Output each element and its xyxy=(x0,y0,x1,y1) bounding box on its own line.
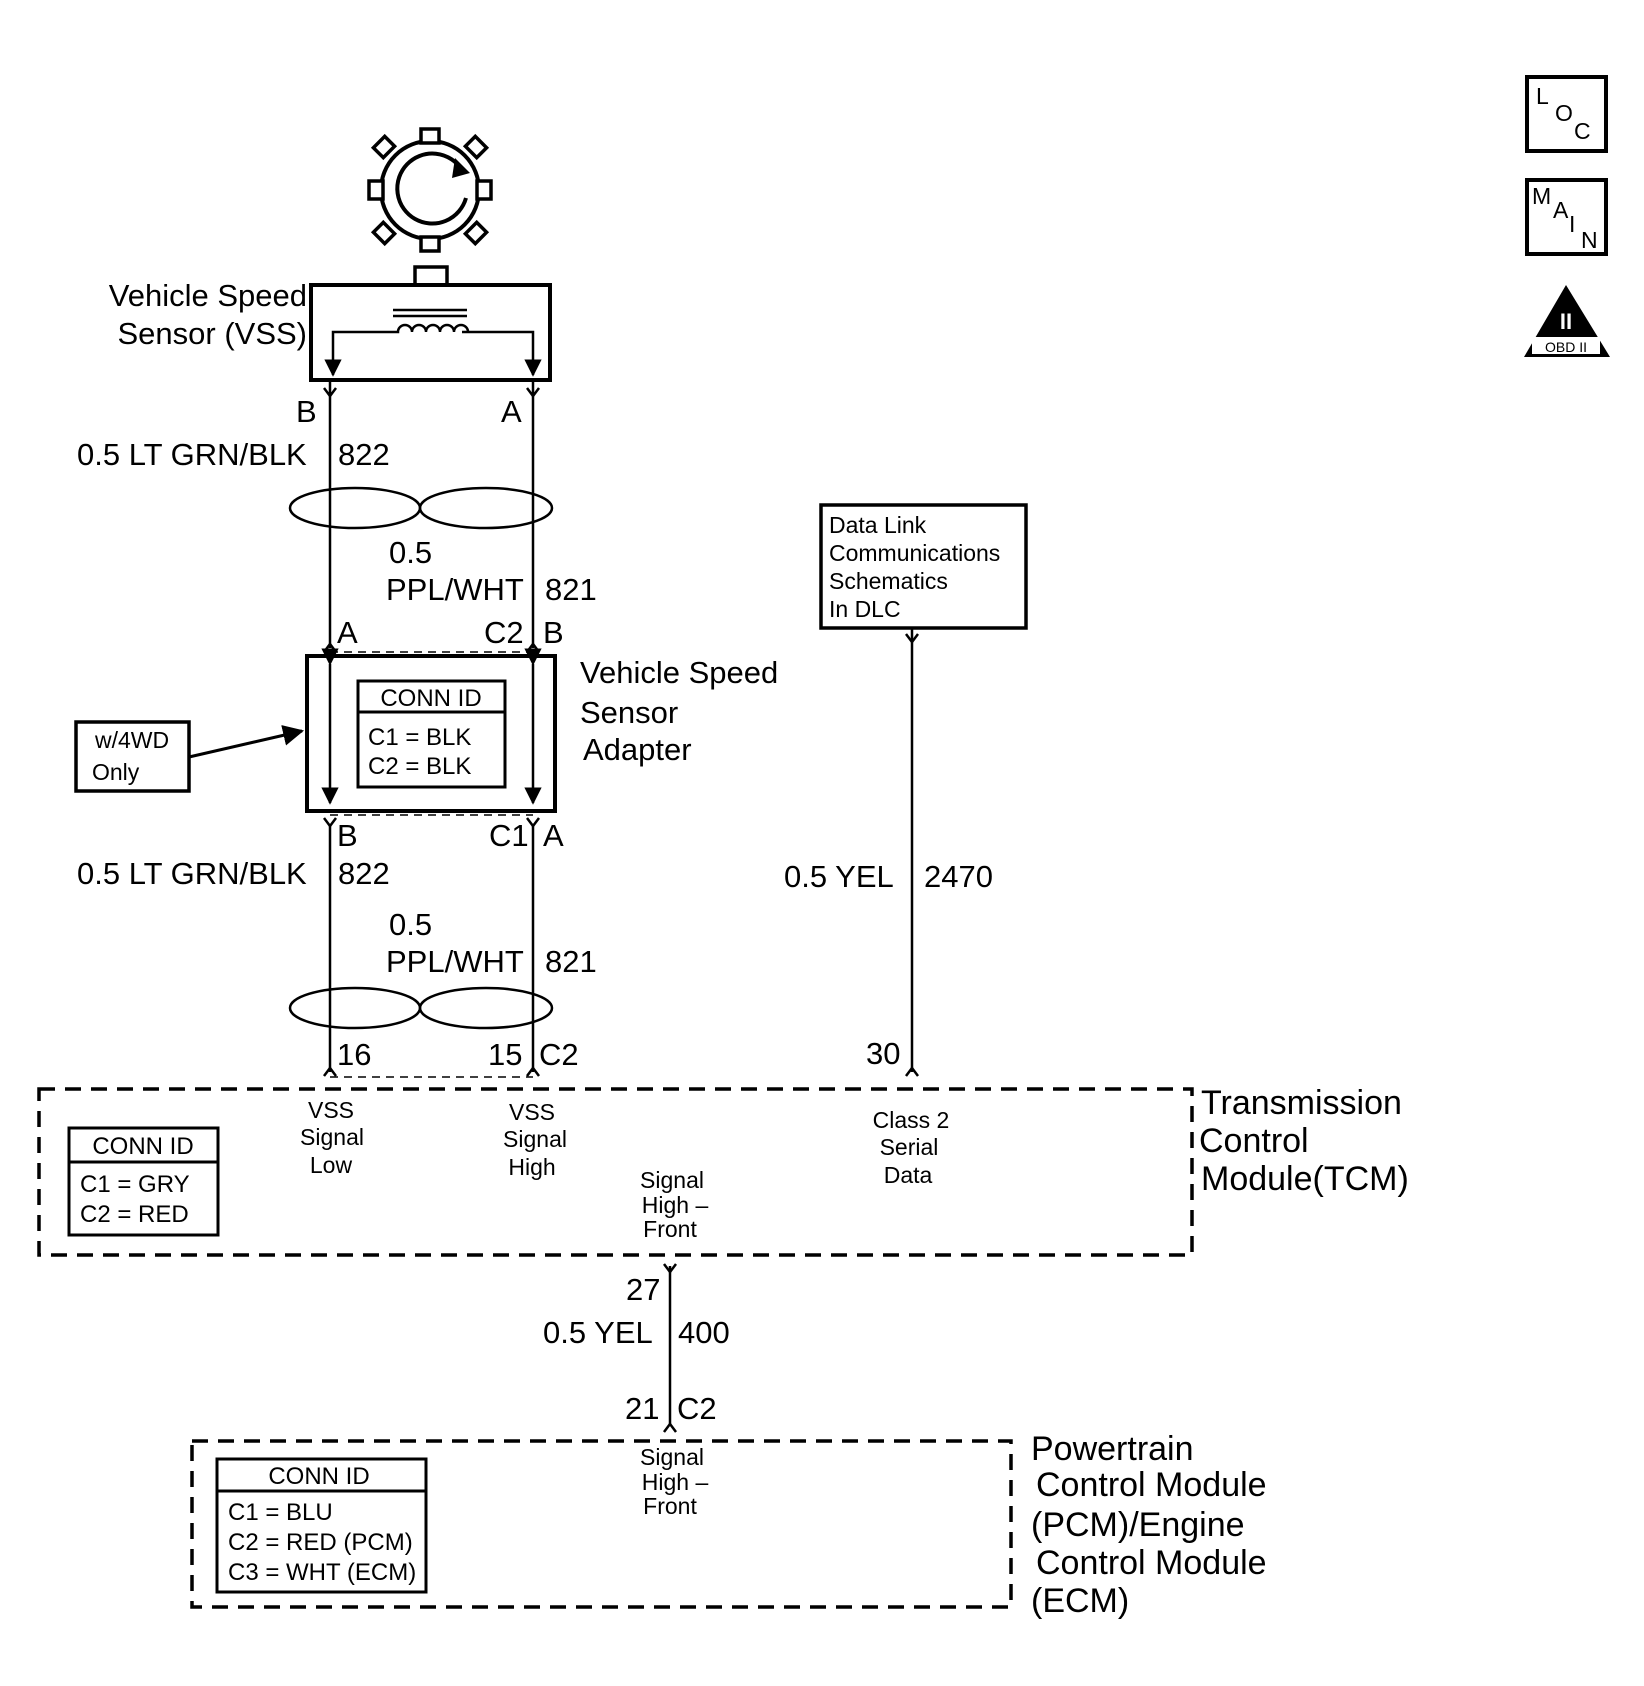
tcm-conn-c2-line: C2 = RED xyxy=(80,1201,189,1228)
adapter-top-conn-c2: C2 xyxy=(484,615,524,650)
vss-adapter[interactable] xyxy=(305,648,557,813)
pcm-title-line4: Control Module xyxy=(1036,1544,1267,1582)
vss-title-line1: Vehicle Speed xyxy=(109,278,307,313)
pcm-title-line5: (ECM) xyxy=(1031,1582,1129,1620)
wire-822-bottom-label: 0.5 LT GRN/BLK xyxy=(77,856,307,891)
tcm-conn-c1: C1 = GRY xyxy=(80,1171,190,1198)
wire-400-label: 0.5 YEL xyxy=(543,1315,653,1350)
loc-letter-l: L xyxy=(1536,83,1549,109)
tcm-conn-id-box xyxy=(67,1126,220,1237)
tcm-title-line1: Transmission xyxy=(1201,1084,1402,1122)
w4wd-line1: w/4WD xyxy=(94,727,169,753)
tcm-class2-line1: Class 2 xyxy=(873,1107,950,1133)
wire-821-bottom-circuit: 821 xyxy=(545,944,597,979)
pcm-conn-id-title: CONN ID xyxy=(268,1463,369,1490)
pcm-signal-front-line1: Signal xyxy=(640,1444,704,1470)
tcm-pin-30: 30 xyxy=(866,1036,900,1071)
adapter-top-pin-b: B xyxy=(543,615,564,650)
main-letter-n: N xyxy=(1581,227,1598,253)
wire-821-top-line2: PPL/WHT xyxy=(386,572,524,607)
adapter-bottom-pin-b: B xyxy=(337,818,358,853)
pcm-conn-c2-line: C2 = RED (PCM) xyxy=(228,1529,413,1556)
twisted-pair-bottom xyxy=(288,986,554,1030)
pcm-title-line3: (PCM)/Engine xyxy=(1031,1506,1245,1544)
pcm-conn-c1: C1 = BLU xyxy=(228,1499,333,1526)
pcm-conn-id-box xyxy=(215,1457,428,1594)
tcm-conn-id-title: CONN ID xyxy=(92,1133,193,1160)
pcm-conn-c3: C3 = WHT (ECM) xyxy=(228,1559,416,1586)
adapter-bottom-pin-a: A xyxy=(543,818,564,853)
wire-822-top-circuit: 822 xyxy=(338,437,390,472)
loc-letter-c: C xyxy=(1574,118,1591,144)
main-letter-i: I xyxy=(1569,211,1575,237)
tcm-vss-high-line3: High xyxy=(508,1154,555,1180)
main-icon[interactable]: M A I N xyxy=(1525,178,1608,256)
adapter-conn-c2: C2 = BLK xyxy=(368,753,471,780)
loc-letter-o: O xyxy=(1555,100,1573,126)
vss-sensor[interactable] xyxy=(309,265,552,382)
tcm-pin-15: 15 xyxy=(488,1037,522,1072)
twisted-pair-top xyxy=(288,486,554,530)
pcm-signal-front-line2: High – xyxy=(642,1469,709,1495)
tcm-module[interactable] xyxy=(37,1087,1194,1257)
w4wd-callout[interactable] xyxy=(74,720,305,793)
pcm-title-line1: Powertrain xyxy=(1031,1430,1194,1468)
tcm-vss-high-line1: VSS xyxy=(509,1099,555,1125)
adapter-top-pin-a: A xyxy=(337,615,358,650)
dlc-line3: Schematics xyxy=(829,568,948,594)
wire-2470-circuit: 2470 xyxy=(924,859,993,894)
dlc-line2: Communications xyxy=(829,540,1000,566)
adapter-title-line1: Vehicle Speed xyxy=(580,655,778,690)
obd-ii-icon[interactable]: II OBD II xyxy=(1524,285,1610,357)
adapter-bottom-conn-c1: C1 xyxy=(489,818,529,853)
pcm-ecm-module[interactable] xyxy=(190,1439,1013,1609)
adapter-title-line2: Sensor xyxy=(580,695,678,730)
tcm-title-line2: Control xyxy=(1199,1122,1309,1160)
dlc-reference-box[interactable] xyxy=(819,503,1028,630)
pcm-pin-21: 21 xyxy=(625,1391,659,1426)
tcm-signal-front-line3: Front xyxy=(643,1216,697,1242)
wire-821-bottom-line2: PPL/WHT xyxy=(386,944,524,979)
tcm-title-line3: Module(TCM) xyxy=(1201,1160,1409,1198)
adapter-conn-id-title: CONN ID xyxy=(380,685,481,712)
vss-title-line2: Sensor (VSS) xyxy=(117,316,307,351)
wire-822-bottom-circuit: 822 xyxy=(338,856,390,891)
pcm-conn-c2: C2 xyxy=(677,1391,717,1426)
loc-icon[interactable]: L O C xyxy=(1525,75,1608,153)
wire-822-top-label: 0.5 LT GRN/BLK xyxy=(77,437,307,472)
pcm-title-line2: Control Module xyxy=(1036,1466,1267,1504)
dlc-line1: Data Link xyxy=(829,512,927,538)
wire-400-circuit: 400 xyxy=(678,1315,730,1350)
vss-pin-b: B xyxy=(296,394,317,429)
wire-821-bottom-line1: 0.5 xyxy=(389,907,432,942)
adapter-conn-c1: C1 = BLK xyxy=(368,724,471,751)
tcm-signal-front-line1: Signal xyxy=(640,1167,704,1193)
w4wd-line2: Only xyxy=(92,759,140,785)
tcm-vss-low-line1: VSS xyxy=(308,1097,354,1123)
obd-numeral: II xyxy=(1560,309,1572,334)
tcm-vss-high-line2: Signal xyxy=(503,1126,567,1152)
dlc-line4: In DLC xyxy=(829,596,901,622)
tcm-vss-low-line2: Signal xyxy=(300,1124,364,1150)
wire-2470-label: 0.5 YEL xyxy=(784,859,894,894)
tcm-signal-front-line2: High – xyxy=(642,1192,709,1218)
main-letter-a: A xyxy=(1553,197,1569,223)
adapter-title-line3: Adapter xyxy=(583,732,692,767)
wire-821-top-line1: 0.5 xyxy=(389,535,432,570)
tcm-pin-16: 16 xyxy=(337,1037,371,1072)
wire-821-top-circuit: 821 xyxy=(545,572,597,607)
tcm-pin-27: 27 xyxy=(626,1272,660,1307)
pcm-signal-front-line3: Front xyxy=(643,1493,697,1519)
gear-icon xyxy=(367,127,493,253)
obd-label: OBD II xyxy=(1545,339,1587,355)
main-letter-m: M xyxy=(1532,183,1551,209)
tcm-class2-line3: Data xyxy=(884,1162,933,1188)
tcm-conn-c2: C2 xyxy=(539,1037,579,1072)
vss-pin-a: A xyxy=(501,394,522,429)
tcm-vss-low-line3: Low xyxy=(310,1152,353,1178)
tcm-class2-line2: Serial xyxy=(880,1134,939,1160)
